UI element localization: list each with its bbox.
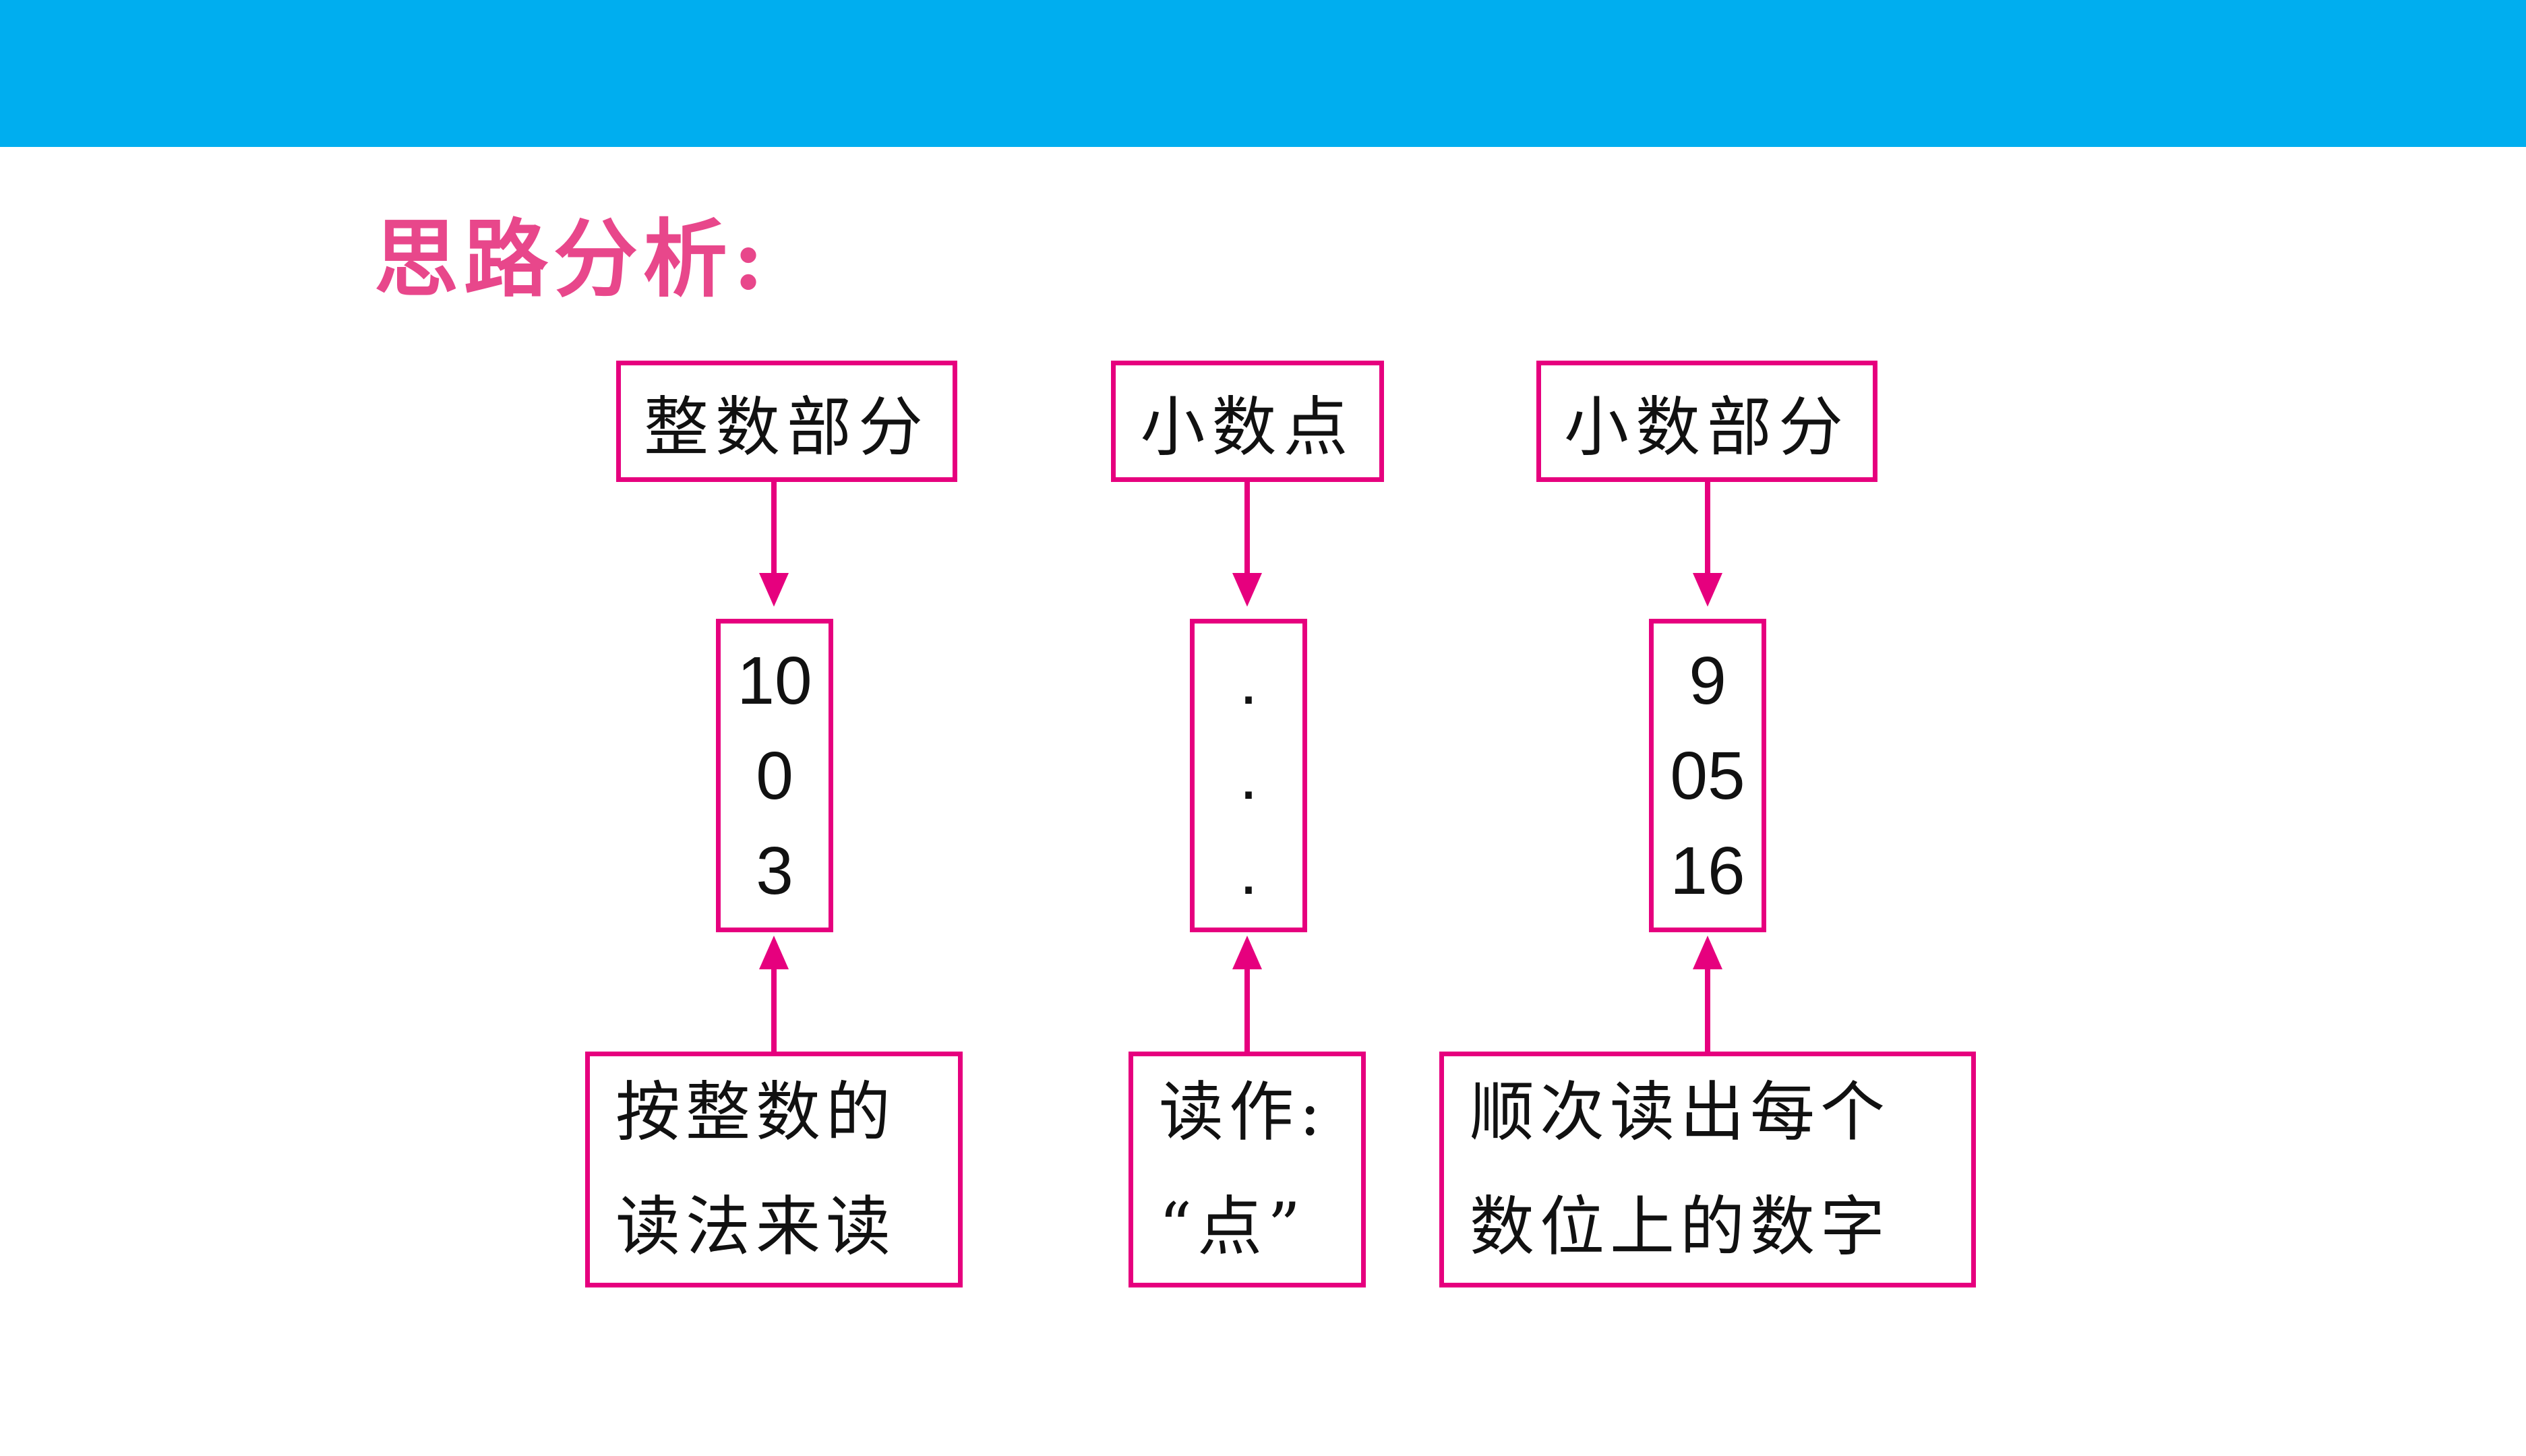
decimal-value: 9 — [1689, 642, 1726, 719]
decimal-value: 05 — [1670, 737, 1745, 814]
arrowhead-up-decimal — [1693, 936, 1722, 969]
integer-part-header: 整数部分 — [616, 361, 957, 482]
note-line: 顺次读出每个 — [1470, 1074, 1890, 1150]
arrowhead-down-decimal — [1693, 573, 1722, 607]
decimal-point-symbol: . — [1239, 642, 1258, 719]
decimal-point-box: . . . — [1190, 619, 1307, 932]
integer-reading-note: 按整数的 读法来读 — [585, 1052, 963, 1287]
note-line: 读作: — [1159, 1074, 1327, 1150]
note-line: 数位上的数字 — [1470, 1189, 1890, 1265]
decimal-value: 16 — [1670, 832, 1745, 909]
decimal-part-header: 小数部分 — [1536, 361, 1877, 482]
decimal-point-symbol: . — [1239, 737, 1258, 814]
point-reading-note: 读作: “点” — [1129, 1052, 1366, 1287]
arrowhead-down-point — [1232, 573, 1262, 607]
top-banner — [0, 0, 2526, 147]
integer-value: 10 — [737, 642, 812, 719]
note-line: 按整数的 — [615, 1074, 896, 1150]
arrowhead-down-integer — [759, 573, 789, 607]
integer-values-box: 10 0 3 — [716, 619, 833, 932]
arrowhead-up-integer — [759, 936, 789, 969]
arrowhead-up-point — [1232, 936, 1262, 969]
note-line: “点” — [1159, 1189, 1306, 1265]
decimal-values-box: 9 05 16 — [1649, 619, 1766, 932]
decimal-point-header: 小数点 — [1111, 361, 1384, 482]
page-title: 思路分析: — [374, 210, 770, 309]
decimal-point-symbol: . — [1239, 832, 1258, 909]
integer-value: 3 — [756, 832, 793, 909]
decimal-reading-note: 顺次读出每个 数位上的数字 — [1439, 1052, 1976, 1287]
integer-value: 0 — [756, 737, 793, 814]
note-line: 读法来读 — [615, 1189, 896, 1265]
